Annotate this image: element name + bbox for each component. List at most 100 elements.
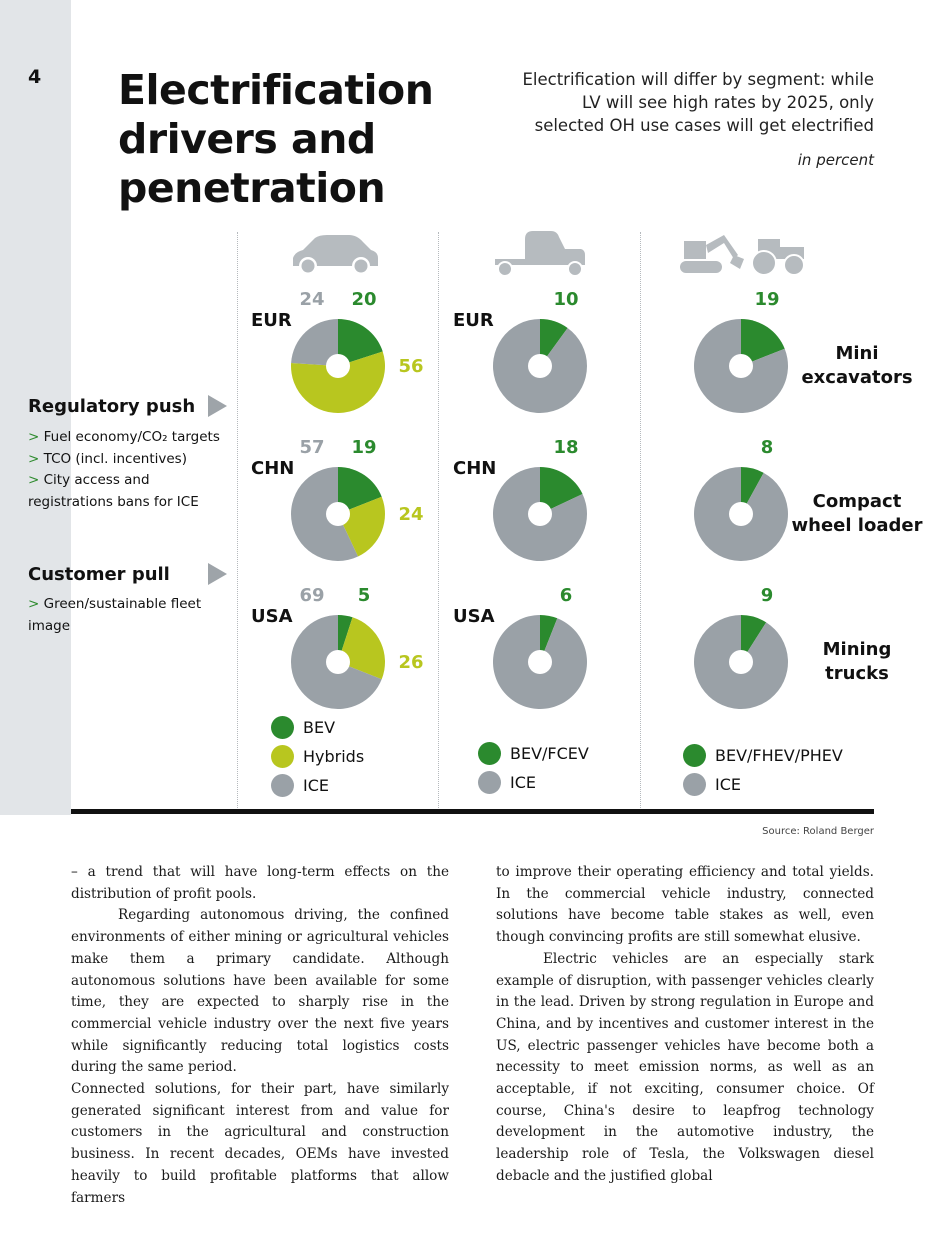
region-label: EUR: [251, 310, 292, 331]
column-divider: [438, 232, 439, 810]
pie-slice-bev-fhev-phev: [741, 319, 785, 366]
page-number: 4: [28, 66, 42, 88]
pie-eur: [291, 319, 385, 413]
subtitle-line: Electrification will differ by segment: …: [522, 70, 874, 89]
list-item: > Green/sustainable fleet image: [28, 596, 202, 634]
pie-slice-bev: [338, 467, 382, 514]
data-label-bev: 5: [357, 585, 371, 606]
pie-slice-bev-fhev-phev: [741, 615, 767, 662]
pie-hole: [326, 650, 350, 674]
pie-slice-bev-fhev-phev: [741, 467, 764, 514]
segment-label-line: trucks: [825, 663, 889, 684]
pie-hole: [729, 650, 753, 674]
legend-swatch-bev: [478, 742, 501, 765]
truck-cab-icon: [495, 231, 585, 277]
paragraph: Electric vehicles are an especially star…: [496, 950, 874, 1184]
paragraph: Regarding autonomous driving, the confin…: [71, 907, 449, 1076]
list-item: > TCO (incl. incentives): [28, 450, 187, 467]
data-label-hybrid: 26: [398, 652, 424, 673]
excavator-tractor-icon: [680, 235, 805, 276]
customer-pull-list: > Green/sustainable fleet image: [28, 594, 238, 637]
regulatory-push-heading: Regulatory push: [28, 396, 196, 417]
legend-swatch-bev: [683, 744, 706, 767]
column-divider: [640, 232, 641, 810]
customer-pull-heading: Customer pull: [28, 564, 170, 585]
legend-item: ICE: [478, 768, 589, 797]
legend-item: ICE: [271, 771, 364, 800]
region-label: USA: [251, 606, 293, 627]
passenger-car-icon: [293, 235, 378, 275]
pie-compact-wheel-loader: [694, 467, 788, 561]
data-label-hybrid: 24: [398, 504, 424, 525]
segment-label: Mining trucks: [787, 638, 927, 686]
pie-hole: [326, 354, 350, 378]
pie-slice-hybrids: [291, 351, 385, 413]
pie-hole: [528, 650, 552, 674]
legend-item: BEV/FHEV/PHEV: [683, 741, 843, 770]
data-label-bev: 9: [760, 585, 774, 606]
pie-usa: [291, 615, 385, 709]
legend-offhighway: BEV/FHEV/PHEV ICE: [683, 741, 843, 799]
pie-eur: [493, 319, 587, 413]
paragraph: – a trend that will have long-term effec…: [71, 864, 449, 902]
segment-label-line: Mini: [835, 343, 879, 364]
pie-slice-bev: [338, 319, 383, 366]
pie-usa: [493, 615, 587, 709]
pie-slice-bev-fcev: [540, 615, 558, 662]
legend-item: ICE: [683, 770, 843, 799]
body-column-right: to improve their operating efficiency an…: [496, 862, 874, 1188]
pie-hole: [528, 354, 552, 378]
chart-bottom-rule: [71, 809, 874, 814]
data-label-bev: 18: [553, 437, 579, 458]
region-label: CHN: [453, 458, 497, 479]
pie-slice-ice: [291, 467, 359, 561]
legend-swatch-ice: [683, 773, 706, 796]
segment-label-line: excavators: [801, 367, 913, 388]
list-item: > City access and registrations bans for…: [28, 472, 199, 510]
paragraph: Connected solutions, for their part, hav…: [71, 1081, 449, 1206]
list-item: > Fuel economy/CO₂ targets: [28, 429, 220, 445]
pie-chn: [291, 467, 385, 561]
data-label-bev: 19: [754, 289, 780, 310]
source-note: Source: Roland Berger: [762, 826, 874, 837]
data-label-bev: 20: [351, 289, 377, 310]
pie-mini-excavators: [694, 319, 788, 413]
data-label-bev: 8: [760, 437, 774, 458]
column-divider: [237, 232, 238, 810]
page-title: Electrification drivers and penetration: [118, 66, 448, 213]
legend-lv: BEV Hybrids ICE: [271, 713, 364, 800]
pie-mining-trucks: [694, 615, 788, 709]
regulatory-push-list: > Fuel economy/CO₂ targets > TCO (incl. …: [28, 427, 238, 513]
pie-chn: [493, 467, 587, 561]
segment-label-line: Compact: [812, 491, 902, 512]
segment-label: Mini excavators: [787, 342, 927, 390]
paragraph: to improve their operating efficiency an…: [496, 864, 874, 946]
legend-item: BEV: [271, 713, 364, 742]
legend-item: BEV/FCEV: [478, 739, 589, 768]
subtitle-line: LV will see high rates by 2025, only: [582, 93, 874, 112]
legend-swatch-bev: [271, 716, 294, 739]
legend-swatch-ice: [271, 774, 294, 797]
data-label-bev: 6: [559, 585, 573, 606]
data-label-hybrid: 56: [398, 356, 424, 377]
sidebar-band: [0, 0, 71, 815]
legend-truck: BEV/FCEV ICE: [478, 739, 589, 797]
legend-swatch-hybrid: [271, 745, 294, 768]
title-line: penetration: [118, 164, 386, 212]
pie-slice-ice: [291, 319, 338, 366]
chart-subtitle: Electrification will differ by segment: …: [474, 68, 874, 137]
title-line: drivers and: [118, 115, 376, 163]
pie-slice-bev: [338, 615, 353, 662]
pie-slice-bev-fcev: [540, 319, 568, 366]
pie-hole: [729, 502, 753, 526]
segment-label-line: wheel loader: [791, 515, 923, 536]
play-arrow-icon: [208, 563, 227, 585]
play-arrow-icon: [208, 395, 227, 417]
data-label-ice: 24: [299, 289, 325, 310]
region-label: CHN: [251, 458, 295, 479]
data-label-ice: 57: [299, 437, 325, 458]
data-label-bev: 10: [553, 289, 579, 310]
segment-label-line: Mining: [822, 639, 892, 660]
subtitle-line: selected OH use cases will get electrifi…: [534, 116, 874, 135]
title-line: Electrification: [118, 66, 434, 114]
